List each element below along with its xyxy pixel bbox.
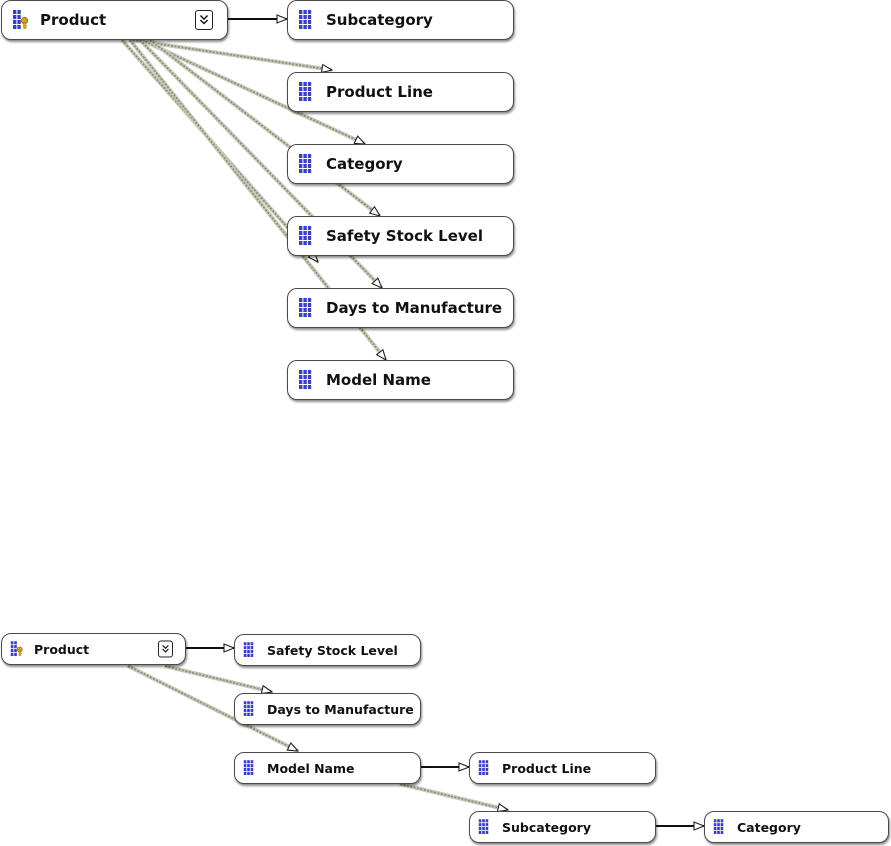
node-label: Safety Stock Level — [267, 642, 398, 658]
attribute-grid-icon — [478, 759, 492, 777]
flexible-relationship-line[interactable] — [164, 665, 272, 692]
node-label: Subcategory — [502, 819, 591, 835]
node-label: Product Line — [326, 83, 433, 101]
flexible-relationship-line[interactable] — [399, 783, 508, 810]
attribute-grid-icon — [298, 225, 316, 247]
node-product-root[interactable]: Product — [1, 633, 186, 665]
node-label: Category — [326, 155, 403, 173]
node-subcategory[interactable]: Subcategory — [287, 0, 514, 40]
node-model-name[interactable]: Model Name — [287, 360, 514, 400]
flexible-relationship-shadow — [399, 782, 509, 812]
attribute-grid-icon — [243, 700, 257, 718]
flexible-relationship-shadow — [164, 664, 273, 694]
node-subcategory[interactable]: Subcategory — [469, 811, 656, 843]
attribute-grid-icon — [298, 81, 316, 103]
attribute-grid-icon — [298, 297, 316, 319]
node-label: Model Name — [267, 760, 355, 776]
flexible-relationship-line[interactable] — [149, 39, 380, 216]
node-days-to-manufacture[interactable]: Days to Manufacture — [234, 693, 421, 725]
flexible-relationship-shadow — [132, 38, 333, 72]
collapse-chevrons-icon[interactable] — [195, 10, 213, 30]
node-days-to-manufacture[interactable]: Days to Manufacture — [287, 288, 514, 328]
attribute-grid-icon — [243, 641, 257, 659]
node-product-line[interactable]: Product Line — [469, 752, 656, 784]
node-label: Product — [34, 641, 90, 657]
collapse-chevrons-icon[interactable] — [158, 640, 173, 658]
node-label: Days to Manufacture — [267, 701, 414, 717]
attribute-grid-icon — [478, 818, 492, 836]
node-label: Category — [737, 819, 801, 835]
node-label: Days to Manufacture — [326, 299, 503, 317]
attribute-grid-icon — [298, 153, 316, 175]
node-product-root[interactable]: Product — [1, 0, 228, 40]
attribute-grid-icon — [243, 759, 257, 777]
attribute-grid-icon — [298, 369, 316, 391]
attribute-grid-icon — [298, 9, 316, 31]
node-label: Product Line — [502, 760, 592, 776]
node-category[interactable]: Category — [704, 811, 889, 843]
attribute-grid-icon — [713, 818, 727, 836]
flexible-relationship-line[interactable] — [127, 665, 298, 752]
node-product-line[interactable]: Product Line — [287, 72, 514, 112]
node-category[interactable]: Category — [287, 144, 514, 184]
key-dimension-icon — [10, 640, 24, 658]
node-label: Model Name — [326, 371, 431, 389]
node-label: Safety Stock Level — [326, 227, 483, 245]
flexible-relationship-line[interactable] — [141, 39, 365, 145]
key-dimension-icon — [12, 9, 30, 31]
node-safety-stock-level[interactable]: Safety Stock Level — [287, 216, 514, 256]
node-model-name[interactable]: Model Name — [234, 752, 421, 784]
node-label: Product — [40, 11, 107, 29]
node-safety-stock-level[interactable]: Safety Stock Level — [234, 634, 421, 666]
node-label: Subcategory — [326, 11, 433, 29]
